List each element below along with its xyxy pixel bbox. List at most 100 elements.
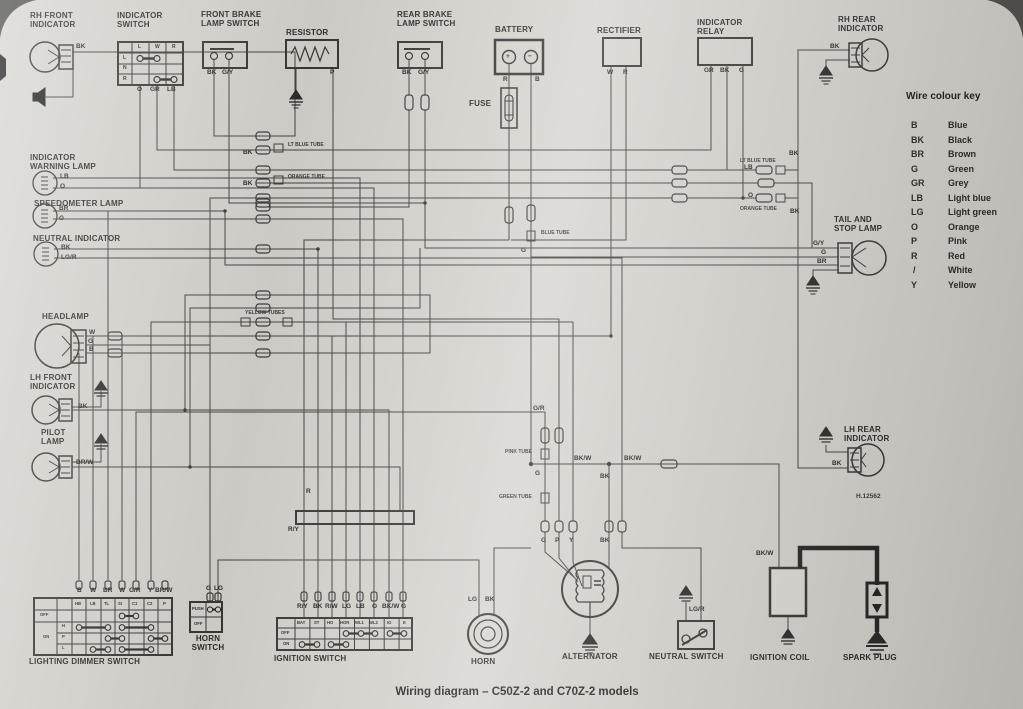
key-name: Red [948, 251, 966, 261]
key-code: BK [911, 135, 924, 145]
horn-switch-push: PUSH [192, 606, 204, 611]
alternator-label: ALTERNATOR [562, 652, 618, 661]
ign-col-e: E [403, 620, 406, 625]
lh-front-indicator-bulb [31, 395, 73, 425]
dimmer-col-c1: C1 [132, 601, 138, 606]
dimmer-wire-w1: W [90, 587, 97, 594]
rh-front-indicator-label: RH FRONT INDICATOR [30, 11, 76, 29]
mid-bkw-2: BK/W [624, 455, 642, 462]
speedo-wire-g: G [59, 215, 65, 222]
scan-corner-topright [987, 0, 1023, 38]
battery-wire-r: R [503, 76, 508, 83]
spark-plug-label: SPARK PLUG [843, 653, 897, 662]
speedometer-lamp-label: SPEEDOMETER LAMP [34, 199, 124, 208]
neutral-switch-label: NEUTRAL SWITCH [649, 652, 724, 661]
horn-switch-contacts [206, 606, 222, 613]
headlamp-bulb [34, 323, 87, 369]
rear-brake-switch-symbol [397, 41, 443, 69]
mid-g-1: G [521, 247, 527, 254]
dimmer-wire-gr: G/R [129, 587, 141, 594]
dimmer-col-p: P [163, 601, 166, 606]
key-code: GR [911, 178, 925, 188]
rectifier-wire-w: W [607, 69, 614, 76]
indicator-switch-wire-gr: GR [150, 86, 160, 93]
warning-wire-lb: LB [60, 173, 69, 180]
key-name: White [948, 265, 973, 275]
neutral-wire-bk: BK [61, 244, 71, 251]
brake-switch-symbols [202, 41, 443, 69]
lh-front-indicator-label: LH FRONT INDICATOR [30, 373, 76, 391]
rh-rear-indicator-label: RH REAR INDICATOR [838, 15, 884, 33]
rh-rear-indicator-bulb [848, 38, 889, 72]
coil-wire-bkw: BK/W [756, 550, 774, 557]
mid-bk-3: BK [600, 473, 610, 480]
indicator-switch-grid [117, 41, 184, 86]
indicator-switch-row-r: R [123, 76, 127, 82]
key-code: G [911, 164, 919, 174]
neutral-switch-symbol [677, 620, 715, 650]
horn-switch-wire-lg: LG [214, 585, 224, 592]
bulb-symbols [29, 38, 889, 482]
dimmer-col-c2: C2 [147, 601, 153, 606]
front-brake-switch-symbol [202, 41, 248, 69]
right-lb: LB [744, 164, 753, 171]
indicator-switch-wire-o: O [137, 86, 143, 93]
tail-stop-lamp-bulb [837, 240, 887, 276]
mid-gr: G/R [533, 405, 545, 412]
right-o: O [748, 192, 754, 199]
relay-wire-g: G [739, 67, 745, 74]
key-name: Grey [948, 178, 969, 188]
key-code: BR [911, 149, 924, 159]
key-code: LG [911, 207, 924, 217]
dimmer-pos-p: P [62, 634, 65, 639]
pilot-lamp-label: PILOT LAMP [41, 428, 66, 446]
speedo-wire-br: BR [59, 205, 69, 212]
diagram-title: Wiring diagram – C50Z-2 and C70Z-2 model… [395, 686, 639, 698]
ign-col-ho: HO [327, 620, 334, 625]
indicator-switch-contacts [136, 54, 178, 84]
rectifier-label: RECTIFIER [597, 26, 642, 35]
rear-brake-label: REAR BRAKE LAMP SWITCH [397, 10, 456, 28]
harness-connector-bar [295, 510, 415, 525]
ign-col-bat: BAT [297, 620, 306, 625]
key-name: Yellow [948, 280, 977, 290]
scan-corner-topleft [0, 0, 36, 38]
indicator-switch-row-n: N [123, 65, 127, 71]
green-tube-note: GREEN TUBE [499, 494, 532, 500]
headlamp-wire-b: B [89, 346, 94, 353]
rh-rear-wire-bk: BK [830, 43, 840, 50]
key-name: Black [948, 135, 973, 145]
dimmer-col-tl: TL [104, 601, 110, 606]
ign-wire-ry: R/Y [297, 603, 308, 610]
alternator-symbol [561, 560, 619, 618]
resistor-wire-p: P [330, 69, 335, 76]
lt-blue-tube-note: LT BLUE TUBE [288, 142, 324, 148]
battery-wire-b: B [535, 76, 540, 83]
mid-ry: R/Y [288, 526, 299, 533]
horn-symbol [467, 613, 509, 655]
horn-wire-bk: BK [485, 596, 495, 603]
tail-wire-br: BR [817, 258, 827, 265]
ign-wire-bkw: BK/W [382, 603, 400, 610]
ign-wire-o: O [372, 603, 378, 610]
speedometer-lamp-bulb [32, 203, 58, 229]
junction-dots [183, 196, 745, 469]
key-code: LB [911, 193, 923, 203]
lh-front-wire-bk: BK [78, 403, 88, 410]
horn-switch-off: OFF [194, 621, 203, 626]
wires [46, 49, 850, 634]
ign-wire-g: G [401, 603, 407, 610]
key-code: P [911, 236, 918, 246]
dimmer-off: OFF [40, 612, 49, 617]
indicator-switch-label: INDICATOR SWITCH [117, 11, 163, 29]
key-name: Orange [948, 222, 980, 232]
indicator-relay-symbol [697, 37, 753, 66]
indicator-relay-label: INDICATOR RELAY [697, 18, 743, 36]
mid-bk-1: BK [243, 149, 253, 156]
rectifier-symbol [602, 37, 642, 67]
key-name: Blue [948, 120, 968, 130]
dimmer-wire-b: B [77, 587, 82, 594]
key-code: / [913, 265, 916, 275]
indicator-warning-lamp-label: INDICATOR WARNING LAMP [30, 153, 96, 171]
